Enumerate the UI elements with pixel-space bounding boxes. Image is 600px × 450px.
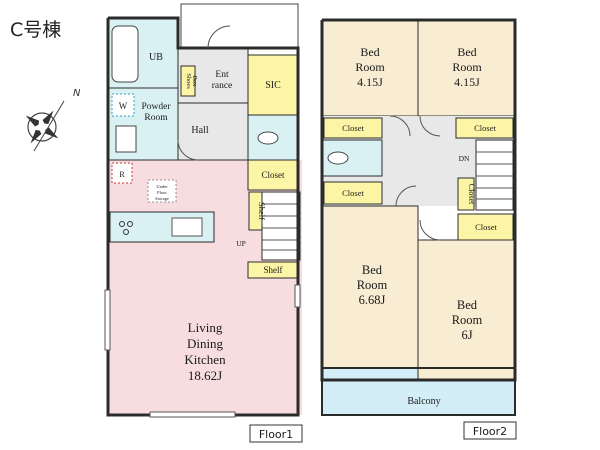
closet-c-label: Closet — [342, 188, 364, 198]
closet-f1-label: Closet — [261, 170, 285, 180]
bed1-label-line1: Bed — [360, 45, 379, 59]
closet-f1 — [247, 159, 299, 191]
hall-label: Hall — [191, 125, 208, 136]
sic-closet — [247, 54, 299, 116]
closet-a — [323, 117, 383, 139]
bed2-label-line2: Room — [452, 60, 482, 74]
entrance-label-line2: rance — [212, 81, 233, 91]
entrance-label-line1: Ent — [215, 70, 229, 80]
shelf-vertical — [248, 191, 263, 231]
shoes-box-label-line1: Shoes — [185, 73, 192, 89]
stairs-f1 — [261, 191, 301, 261]
washer-space — [111, 93, 135, 117]
powder-room-label-line1: Powder — [141, 102, 171, 112]
bed4-label-line1: Bed — [457, 298, 478, 312]
closet-e — [457, 213, 514, 241]
up-label: UP — [236, 239, 246, 248]
ldk-label-line2: Dining — [187, 336, 224, 351]
dn-label: DN — [459, 154, 470, 163]
bed1-label-line3: 4.15J — [357, 75, 383, 89]
under-floor-label-line3: Storage — [155, 196, 169, 201]
bed3-label-line1: Bed — [362, 263, 383, 277]
closet-d-label: Closet — [467, 184, 476, 205]
closet-c — [323, 181, 383, 205]
floor2-plan — [320, 18, 517, 416]
bedroom-4 — [417, 239, 516, 381]
floor2-label: Floor2 — [473, 425, 507, 438]
fridge-label: R — [119, 170, 125, 179]
closet-b-label: Closet — [474, 123, 496, 133]
hall-area — [177, 102, 249, 161]
bed3-label-line2: Room — [357, 278, 388, 292]
building-title: C号棟 — [10, 19, 61, 41]
bed2-label-line3: 4.15J — [454, 75, 480, 89]
shoes-box — [180, 65, 196, 97]
sic-label: SIC — [265, 80, 281, 91]
closet-a-label: Closet — [342, 123, 364, 133]
toilet-bowl-f2 — [327, 151, 349, 165]
ldk-label-line1: Living — [188, 320, 223, 335]
under-floor-storage — [147, 179, 177, 203]
shoes-box-label-line2: Box — [191, 76, 198, 88]
ldk-label-line3: Kitchen — [184, 352, 226, 367]
toilet-bowl-f1 — [257, 131, 279, 145]
closet-e-label: Closet — [475, 222, 497, 232]
fridge-space — [111, 162, 133, 184]
bed4-label-line2: Room — [452, 313, 483, 327]
closet-b — [455, 117, 514, 139]
powder-room-label-line2: Room — [144, 113, 168, 123]
bed4-label-line3: 6J — [461, 328, 472, 342]
under-floor-label-line2: Floor — [157, 190, 167, 195]
bed2-label-line1: Bed — [457, 45, 476, 59]
shelf-vertical-label: Shelf — [257, 202, 267, 220]
bathtub — [111, 25, 139, 83]
floor1-label: Floor1 — [259, 428, 293, 441]
washbasin — [115, 125, 137, 153]
ldk-label-line4: 18.62J — [188, 368, 222, 383]
stove-icon — [119, 221, 133, 235]
under-floor-label-line1: Under — [156, 184, 168, 189]
compass-icon — [25, 100, 65, 152]
balcony-label: Balcony — [407, 396, 440, 407]
compass-north-label: N — [73, 88, 81, 99]
bedroom-3 — [321, 205, 419, 369]
closet-d — [457, 177, 475, 211]
washer-label: W — [119, 101, 128, 111]
bedroom-1 — [321, 19, 419, 117]
bed3-label-line3: 6.68J — [359, 293, 386, 307]
shelf-label: Shelf — [264, 265, 283, 275]
bed1-label-line2: Room — [355, 60, 385, 74]
floor1-plan — [104, 3, 302, 418]
ub-label: UB — [149, 52, 163, 63]
